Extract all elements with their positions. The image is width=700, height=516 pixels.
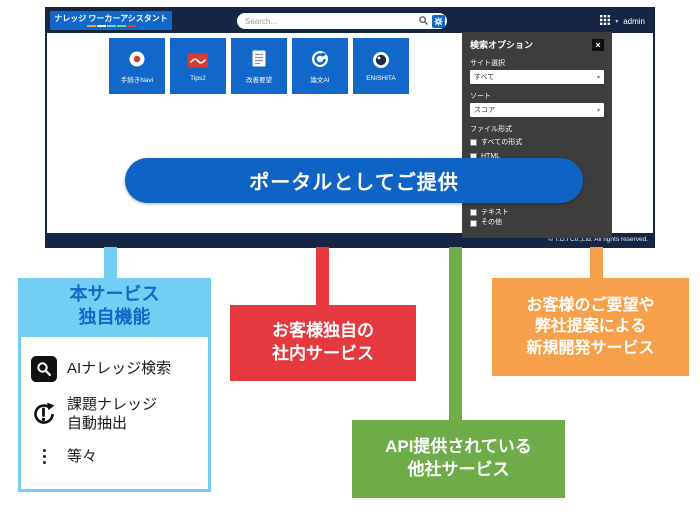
api-service-line1: API提供されている <box>385 437 532 457</box>
logo-title: ナレッジ ワーカーアシスタント <box>54 13 168 23</box>
internal-service-line2: 社内サービス <box>272 344 374 363</box>
features-title-line2: 独自機能 <box>78 307 151 328</box>
tile-enishita[interactable]: ENISHITA <box>353 38 409 94</box>
custom-service-line3: 新規開発サービス <box>526 339 655 357</box>
format-option-label: すべての形式 <box>481 139 523 146</box>
portal-screenshot: ナレッジ ワーカーアシスタント Search... ▾ admin <box>45 7 655 248</box>
tips-icon <box>188 50 208 70</box>
ellipsis-icon <box>31 449 57 465</box>
format-option-all[interactable]: すべての形式 <box>470 139 604 147</box>
apps-menu-button[interactable] <box>600 12 611 30</box>
custom-service-line1: お客様のご要望や <box>526 296 655 314</box>
close-icon[interactable]: × <box>592 38 604 51</box>
search-options-panel: 検索オプション × サイト選択 すべて ▾ ソート スコア ▾ ファイル形式 す… <box>462 32 612 238</box>
format-option-label: テキスト <box>481 208 509 216</box>
tile-grid: 手続きNavi Tips2 改善要望 論文AI <box>109 38 409 94</box>
features-title-line1: 本サービス <box>69 284 160 304</box>
connector-internal-service <box>316 247 329 307</box>
feature-label-line1: 課題ナレッジ <box>67 395 158 413</box>
search-placeholder: Search... <box>245 16 278 26</box>
search-icon[interactable] <box>419 12 428 30</box>
tile-ronbun-ai[interactable]: 論文AI <box>292 38 348 94</box>
format-option-label: HTML <box>481 152 501 160</box>
site-select[interactable]: すべて ▾ <box>470 70 604 84</box>
panel-title: 検索オプション <box>470 40 534 50</box>
chevron-down-icon: ▾ <box>596 107 600 114</box>
navi-icon <box>128 49 146 69</box>
feature-label-line2: 自動抽出 <box>67 415 128 433</box>
callout-features-title: 本サービス 独自機能 <box>18 278 211 337</box>
sort-select[interactable]: スコア ▾ <box>470 103 604 117</box>
checkbox-icon[interactable] <box>470 139 477 147</box>
callout-features: 本サービス 独自機能 AIナレッジ検索 課題ナレッジ 自動抽出 <box>18 278 211 493</box>
tile-label: ENISHITA <box>366 75 396 82</box>
gear-icon <box>434 16 443 26</box>
format-option-other[interactable]: その他 <box>470 219 604 227</box>
checkbox-icon[interactable] <box>470 208 477 216</box>
auto-extract-icon <box>31 401 57 427</box>
chevron-down-icon: ▾ <box>596 74 600 81</box>
grid-icon <box>600 15 611 25</box>
format-option-text[interactable]: テキスト <box>470 209 604 217</box>
sort-select-value: スコア <box>474 107 495 114</box>
copyright-text: © T.D.I Co.,Ltd. All rights reserved. <box>548 236 648 243</box>
topbar-right: ▾ admin <box>600 9 645 33</box>
callout-api-service: API提供されている 他社サービス <box>352 420 565 498</box>
user-menu[interactable]: admin <box>623 16 645 26</box>
tile-label: Tips2 <box>190 75 206 82</box>
search-settings-button[interactable] <box>432 14 445 28</box>
feature-label: AIナレッジ検索 <box>67 360 172 378</box>
callout-internal-service: お客様独自の 社内サービス <box>230 305 416 381</box>
enishita-icon <box>372 50 390 70</box>
custom-service-line2: 弊社提案による <box>534 318 647 336</box>
tile-tetsuzuki-navi[interactable]: 手続きNavi <box>109 38 165 94</box>
format-options-tail: テキスト その他 <box>470 206 604 232</box>
connector-custom-service <box>590 247 603 280</box>
tile-label: 手続きNavi <box>120 76 154 84</box>
tile-tips2[interactable]: Tips2 <box>170 38 226 94</box>
logo[interactable]: ナレッジ ワーカーアシスタント <box>50 11 172 30</box>
sort-select-label: ソート <box>470 93 491 100</box>
tile-label: 改善要望 <box>246 76 272 84</box>
connector-api-service <box>449 247 462 422</box>
feature-ai-search: AIナレッジ検索 <box>31 355 198 382</box>
connector-features <box>104 247 117 280</box>
api-service-line2: 他社サービス <box>407 460 510 479</box>
circular-arrow-icon <box>311 49 329 69</box>
tile-label: 論文AI <box>310 76 330 84</box>
checkbox-icon[interactable] <box>470 219 477 227</box>
document-icon <box>252 49 266 69</box>
chevron-down-icon[interactable]: ▾ <box>615 18 619 25</box>
portal-banner: ポータルとしてご提供 <box>125 158 583 203</box>
callout-features-body: AIナレッジ検索 課題ナレッジ 自動抽出 等々 <box>18 336 211 493</box>
callout-custom-service: お客様のご要望や 弊社提案による 新規開発サービス <box>492 278 689 376</box>
logo-tagline-colorbar <box>86 24 136 27</box>
feature-label: 等々 <box>67 447 98 465</box>
feature-label: 課題ナレッジ 自動抽出 <box>67 395 157 434</box>
site-select-value: すべて <box>474 74 495 81</box>
site-select-label: サイト選択 <box>470 60 505 67</box>
knowledge-search-icon <box>31 355 57 382</box>
tile-kaizen-yobo[interactable]: 改善要望 <box>231 38 287 94</box>
feature-etc: 等々 <box>31 447 198 467</box>
portal-topbar: ナレッジ ワーカーアシスタント Search... ▾ admin <box>47 9 653 33</box>
format-option-label: その他 <box>481 219 502 227</box>
portal-banner-text: ポータルとしてご提供 <box>249 172 459 194</box>
internal-service-line1: お客様独自の <box>272 321 374 341</box>
feature-auto-extract: 課題ナレッジ 自動抽出 <box>31 395 198 434</box>
file-format-label: ファイル形式 <box>470 126 512 133</box>
search-input[interactable]: Search... <box>237 13 447 29</box>
